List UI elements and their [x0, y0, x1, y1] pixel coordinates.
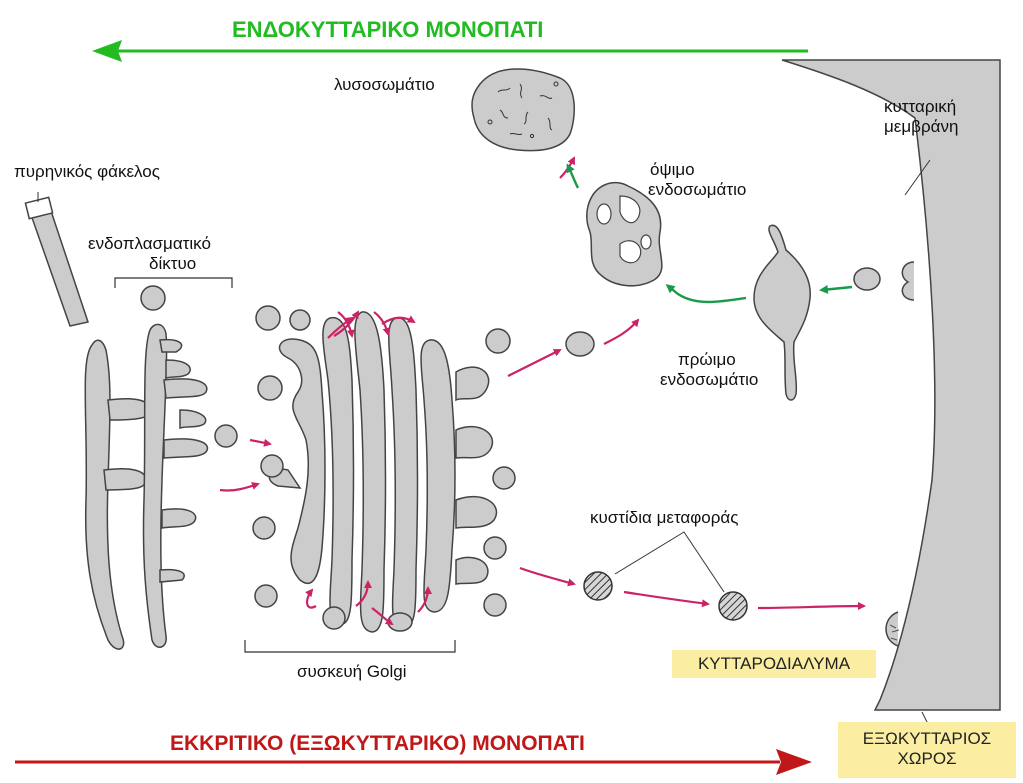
transport-vesicles-label: κυστίδια μεταφοράς — [590, 508, 739, 527]
late-endosome — [585, 181, 663, 287]
cell-membrane-label-line1: κυτταρική — [884, 97, 957, 116]
endocytic-flow-arrows — [566, 163, 853, 304]
endocytic-vesicle — [853, 267, 881, 291]
secretory-pathway-title: ΕΚΚΡΙΤΙΚΟ (ΕΞΩΚΥΤΤΑΡΙΚΟ) ΜΟΝΟΠΑΤΙ — [170, 732, 585, 755]
cytosol-label: ΚΥΤΤΑΡΟΔΙΑΛΥΜΑ — [672, 650, 876, 678]
nuclear-envelope-label: πυρηνικός φάκελος — [14, 162, 160, 181]
golgi-label: συσκευή Golgi — [297, 662, 407, 681]
late-endosome-label-line1: όψιμο — [650, 160, 695, 179]
transport-vesicles — [583, 531, 748, 621]
cell-membrane — [781, 59, 1001, 711]
early-endosome-label-line2: ενδοσωμάτιο — [660, 370, 759, 389]
lysosome — [471, 68, 575, 152]
extracellular-label-line1: ΕΞΩΚΥΤΤΑΡΙΟΣ — [862, 729, 992, 748]
extracellular-label-line2: ΧΩΡΟΣ — [897, 749, 957, 768]
extracellular-space-box: ΕΞΩΚΥΤΤΑΡΙΟΣ ΧΩΡΟΣ — [838, 722, 1016, 778]
endocytic-pathway-arrow — [92, 40, 808, 62]
cell-membrane-label-line2: μεμβράνη — [884, 117, 959, 136]
early-endosome — [753, 224, 811, 401]
er-label-line1: ενδοπλασματικό — [88, 234, 211, 253]
vesicle — [565, 331, 595, 357]
lysosome-label: λυσοσωμάτιο — [334, 75, 435, 94]
endocytic-pathway-title: ΕΝΔΟΚΥΤΤΑΡΙΚΟ ΜΟΝΟΠΑΤΙ — [232, 17, 544, 42]
er-label-line2: δίκτυο — [149, 254, 197, 273]
early-endosome-label-line1: πρώιμο — [678, 350, 736, 369]
secretory-flow-arrows — [219, 156, 866, 626]
nuclear-envelope — [24, 192, 89, 327]
secretory-pathway-arrow — [15, 749, 812, 775]
endoplasmic-reticulum — [84, 285, 238, 650]
late-endosome-label-line2: ενδοσωμάτιο — [648, 180, 747, 199]
golgi-apparatus — [252, 305, 516, 633]
